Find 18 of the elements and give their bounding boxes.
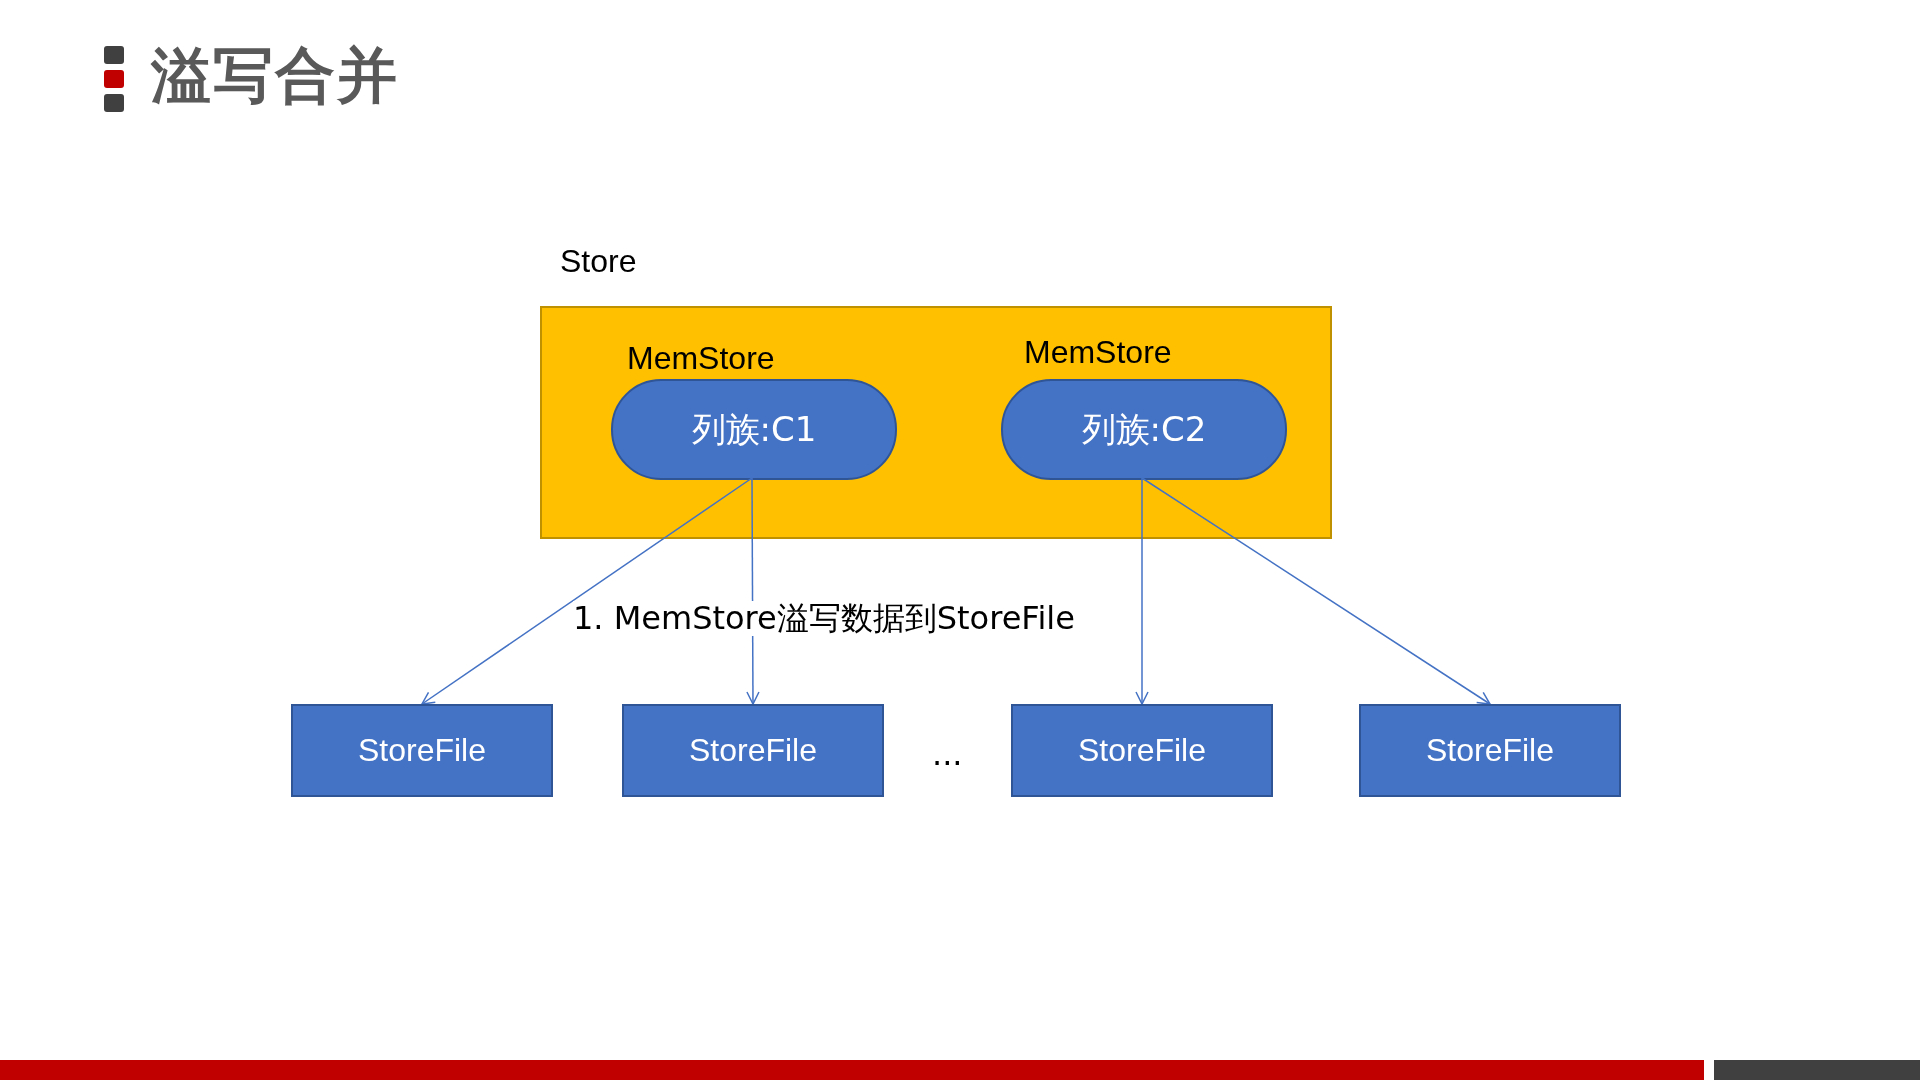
box-text: StoreFile bbox=[357, 732, 486, 769]
pill-text: 列族:C2 bbox=[1081, 407, 1207, 451]
pill-text: 列族:C1 bbox=[691, 407, 817, 451]
slide-title: 溢写合并 bbox=[151, 39, 399, 112]
arrow bbox=[1135, 477, 1149, 705]
storefile-box bbox=[291, 704, 553, 797]
store-label: Store bbox=[560, 243, 637, 280]
arrow bbox=[421, 477, 753, 705]
box-text: StoreFile bbox=[688, 732, 817, 769]
arrow bbox=[1141, 477, 1491, 705]
box-text: StoreFile bbox=[1077, 732, 1206, 769]
step-note: 1. MemStore溢写数据到StoreFile bbox=[573, 601, 1075, 637]
storefile-box bbox=[622, 704, 884, 797]
memstore-label: MemStore bbox=[1024, 334, 1172, 371]
storefile-box bbox=[1359, 704, 1621, 797]
memstore-label: MemStore bbox=[627, 340, 775, 377]
storefile-box bbox=[1011, 704, 1273, 797]
box-text: StoreFile bbox=[1425, 732, 1554, 769]
